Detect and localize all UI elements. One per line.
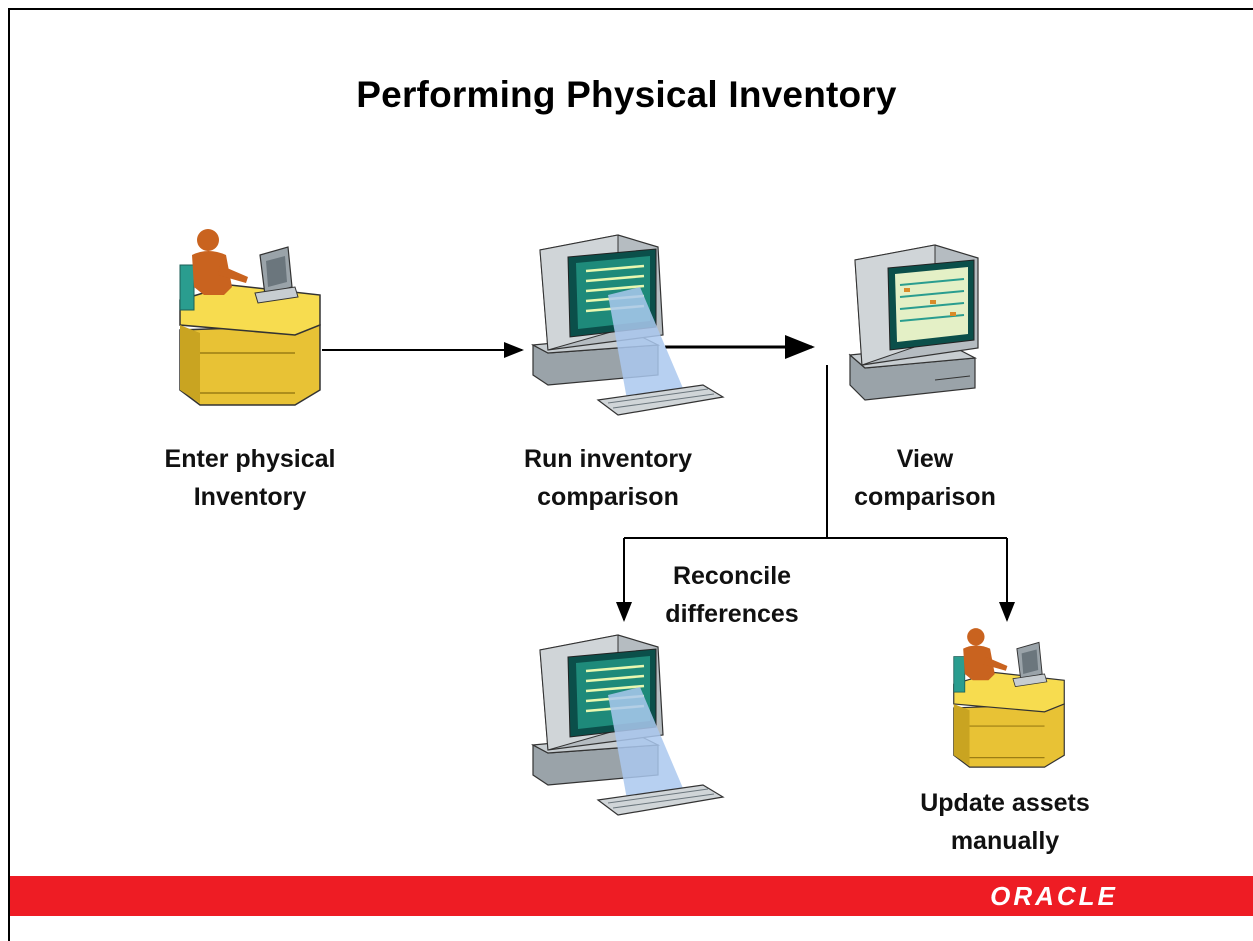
person-at-desk-icon (179, 229, 321, 406)
person-at-desk-icon (953, 628, 1065, 768)
computer-with-keyboard-icon (530, 634, 725, 816)
step-label-run: Run inventory comparison (523, 445, 693, 511)
slide-title: Performing Physical Inventory (356, 74, 897, 115)
oracle-logo: ORACLE (990, 881, 1118, 911)
computer-icon (848, 244, 979, 401)
footer-bar (10, 876, 1253, 916)
slide-border-left (8, 8, 10, 941)
computer-with-keyboard-icon (530, 234, 725, 416)
step-label-reconcile: Reconcile differences (665, 562, 799, 628)
slide-border-top (8, 8, 1253, 10)
step-label-update: Update assets manually (920, 789, 1090, 855)
step-label-view: View comparison (854, 445, 996, 511)
step-label-enter: Enter physical Inventory (164, 445, 336, 511)
